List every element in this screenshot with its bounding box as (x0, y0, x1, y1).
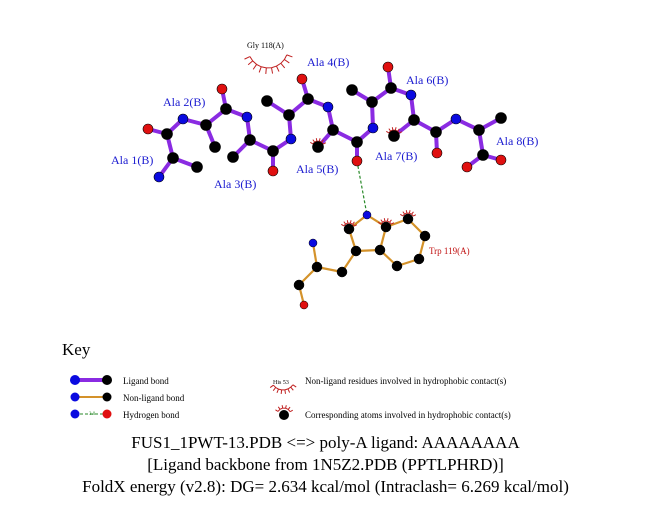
ligand-atom-C (200, 119, 212, 131)
ligand-atom-N (322, 101, 334, 113)
ligand-atom-C (495, 112, 507, 124)
ligand-atom-C (283, 109, 295, 121)
hydrophobic-contact-mark (310, 138, 327, 145)
nonligand-atom-C (311, 261, 323, 273)
ligand-atom-C (366, 96, 378, 108)
nonligand-atom-C (391, 260, 403, 272)
nonligand-atom-O (299, 300, 309, 310)
key-ligand-bond-label: Ligand bond (123, 376, 169, 386)
ligand-atom-O (142, 123, 154, 135)
ligand-atom-N (153, 171, 165, 183)
ligand-atom-C (161, 128, 173, 140)
key-oxygen-atom (102, 409, 112, 419)
ligand-atom-N (177, 113, 189, 125)
nonligand-atom-C (343, 223, 355, 235)
label-ala2: Ala 2(B) (163, 95, 206, 109)
label-trp119: Trp 119(A) (429, 246, 470, 256)
ligand-atom-C (477, 149, 489, 161)
label-gly118: Gly 118(A) (247, 41, 284, 50)
nonligand-atom-C (402, 213, 414, 225)
ligand-atom-N (405, 89, 417, 101)
ligand-atom-C (408, 114, 420, 126)
ligand-atom-C (191, 161, 203, 173)
ligand-atom-C (167, 152, 179, 164)
key-nonligand-bond-label: Non-ligand bond (123, 393, 185, 403)
key-carbon-atom (102, 375, 112, 385)
label-ala4: Ala 4(B) (307, 55, 350, 69)
ligand-atom-C (312, 141, 324, 153)
caption-line-2: [Ligand backbone from 1N5Z2.PDB (PPTLPHR… (147, 455, 504, 474)
ligand-atom-C (327, 124, 339, 136)
key-hydrophobic-residue-arc (269, 384, 297, 394)
ligand-atom-O (296, 73, 308, 85)
key-nitrogen-atom (70, 409, 80, 419)
label-ala5: Ala 5(B) (296, 162, 339, 176)
ligand-atom-C (351, 136, 363, 148)
nonligand-atom-C (380, 221, 392, 233)
key-title: Key (62, 340, 91, 359)
nonligand-atom-C (336, 266, 348, 278)
ligand-atom-C (385, 82, 397, 94)
nonligand-atom-C (293, 279, 305, 291)
ligand-atom-O (431, 147, 443, 159)
ligand-atom-C (227, 151, 239, 163)
ligand-atom-O (495, 154, 507, 166)
nonligand-atom-C (413, 253, 425, 265)
ligand-atom-N (241, 111, 253, 123)
ligand-atom-C (209, 141, 221, 153)
key-nitrogen-atom (70, 375, 80, 385)
label-ala7: Ala 7(B) (375, 149, 418, 163)
ligand-atom-C (267, 145, 279, 157)
ligand-atom-N (285, 133, 297, 145)
caption-line-3: FoldX energy (v2.8): DG= 2.634 kcal/mol … (82, 477, 569, 496)
key-hydrophobic-atom-mark (275, 405, 294, 413)
label-ala1: Ala 1(B) (111, 153, 154, 167)
ligand-atom-O (461, 161, 473, 173)
nonligand-atom-C (419, 230, 431, 242)
hydrogen-bond-line (356, 160, 368, 216)
key-hbond-label: Hydrogen bond (123, 410, 180, 420)
key-hydrophobic-atoms-label: Corresponding atoms involved in hydropho… (305, 410, 511, 420)
ligand-atom-N (450, 113, 462, 125)
ligand-atom-C (473, 124, 485, 136)
nonligand-atom-N (362, 210, 372, 220)
label-ala6: Ala 6(B) (406, 73, 449, 87)
key-carbon-atom (102, 392, 112, 402)
nonligand-atom-C (350, 245, 362, 257)
label-ala3: Ala 3(B) (214, 177, 257, 191)
hydrophobic-contact-mark (400, 210, 417, 217)
key-hydrophobic-atom (279, 410, 289, 420)
key-example-residue: His 53 (273, 380, 289, 386)
ligand-atom-C (220, 103, 232, 115)
label-ala8: Ala 8(B) (496, 134, 539, 148)
ligand-atom-C (302, 93, 314, 105)
key-hydrophobic-residues-label: Non-ligand residues involved in hydropho… (305, 376, 507, 386)
gly118-hydrophobic-arc (244, 54, 293, 74)
hydrophobic-contact-mark (378, 218, 395, 225)
nonligand-atom-C (374, 244, 386, 256)
caption-line-1: FUS1_1PWT-13.PDB <=> poly-A ligand: AAAA… (131, 433, 520, 452)
ligand-atom-C (261, 95, 273, 107)
key-hbond-distance: 3.0 (89, 412, 96, 417)
hydrophobic-contact-mark (386, 127, 403, 134)
key-nitrogen-atom (70, 392, 80, 402)
ligand-atom-C (346, 84, 358, 96)
hydrophobic-contact-mark (341, 220, 358, 227)
nonligand-atom-N (308, 238, 318, 248)
ligand-atom-O (267, 165, 279, 177)
ligand-atom-O (382, 61, 394, 73)
ligand-atom-C (388, 130, 400, 142)
ligand-atom-C (244, 134, 256, 146)
ligand-atom-O (216, 83, 228, 95)
ligand-atom-C (430, 126, 442, 138)
ligand-atom-O (351, 155, 363, 167)
ligand-atom-N (367, 122, 379, 134)
